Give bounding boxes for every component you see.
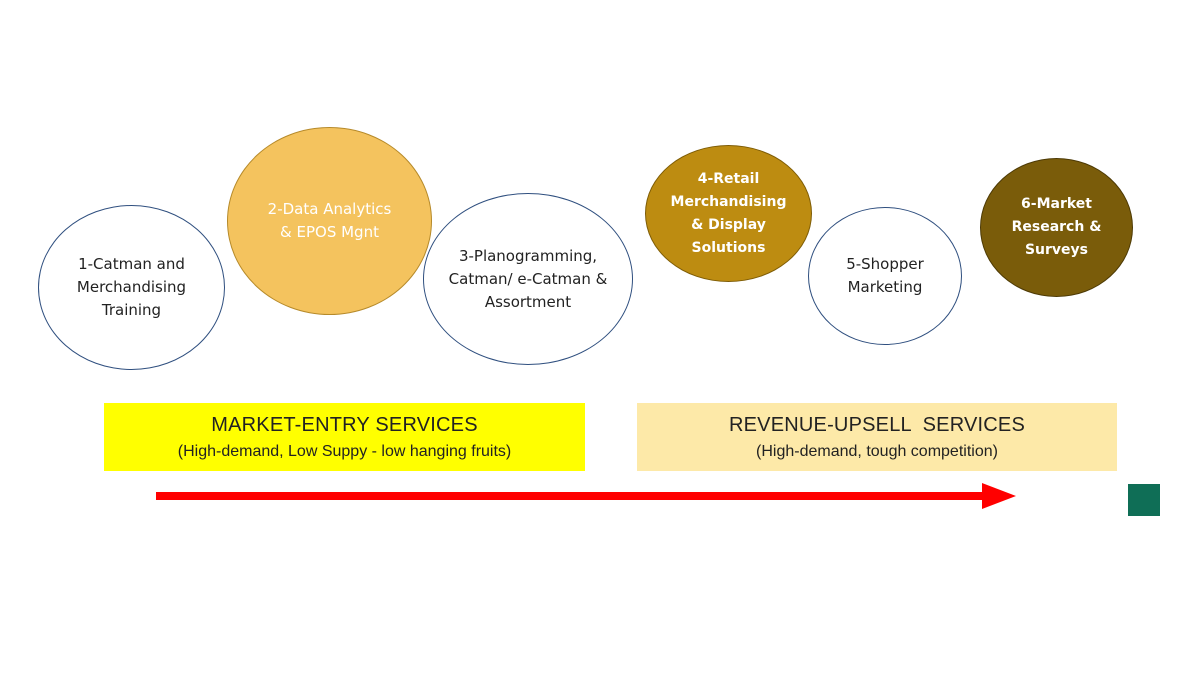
arrow-shaft [156,492,990,500]
market-entry-subtitle: (High-demand, Low Suppy - low hanging fr… [177,443,512,460]
service-circle-6-label: 6-Market Research & Surveys [1011,196,1102,258]
market-entry-title: MARKET-ENTRY SERVICES [211,414,478,436]
arrow-head-icon [982,483,1016,509]
service-circle-5: 5-Shopper Marketing [808,207,962,345]
service-circle-3: 3-Planogramming, Catman/ e-Catman & Asso… [423,193,633,365]
market-entry-band: MARKET-ENTRY SERVICES (High-demand, Low … [104,403,585,471]
service-circle-5-label: 5-Shopper Marketing [846,255,924,296]
service-circle-4-label: 4-Retail Merchandising & Display Solutio… [670,170,787,256]
green-square-marker [1128,484,1160,516]
service-circle-6: 6-Market Research & Surveys [980,158,1133,297]
service-circle-2: 2-Data Analytics & EPOS Mgnt [227,127,432,315]
service-circle-1-label: 1-Catman and Merchandising Training [76,255,187,319]
service-circle-2-label: 2-Data Analytics & EPOS Mgnt [267,200,392,241]
service-circle-3-label: 3-Planogramming, Catman/ e-Catman & Asso… [448,246,608,311]
revenue-upsell-band: REVENUE-UPSELL SERVICES (High-demand, to… [637,403,1117,471]
revenue-upsell-subtitle: (High-demand, tough competition) [756,443,998,460]
progression-arrow [156,483,1016,509]
revenue-upsell-title: REVENUE-UPSELL SERVICES [728,414,1025,436]
service-circle-1: 1-Catman and Merchandising Training [38,205,225,370]
service-circle-4: 4-Retail Merchandising & Display Solutio… [645,145,812,282]
